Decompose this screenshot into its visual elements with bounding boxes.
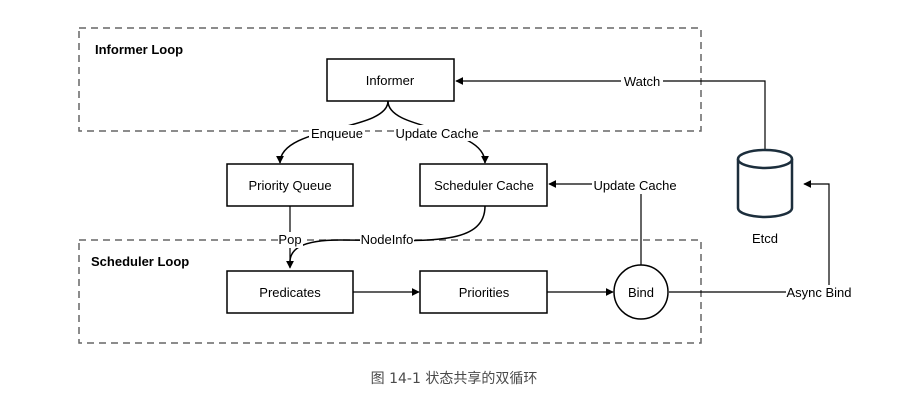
- edge-label-nodeinfo: NodeInfo: [361, 232, 414, 247]
- edge-label-update-cache-informer: Update Cache: [395, 126, 478, 141]
- edge-label-pop: Pop: [278, 232, 301, 247]
- edge-watch: [455, 77, 766, 150]
- node-etcd: [736, 148, 794, 219]
- edge-update-cache-bind: [548, 180, 642, 266]
- edge-label-update-cache-bind: Update Cache: [593, 178, 676, 193]
- node-etcd-label: Etcd: [752, 231, 778, 246]
- edge-label-watch: Watch: [624, 74, 660, 89]
- informer-loop-label: Informer Loop: [95, 42, 183, 57]
- node-bind-label: Bind: [628, 285, 654, 300]
- scheduler-loop-label: Scheduler Loop: [91, 254, 189, 269]
- node-bind: [613, 264, 669, 320]
- figure-caption: 图 14-1 状态共享的双循环: [370, 371, 538, 387]
- node-priority-queue-label: Priority Queue: [248, 178, 331, 193]
- node-informer: [326, 58, 455, 102]
- node-scheduler-cache: [419, 163, 548, 207]
- edge-label-async-bind: Async Bind: [786, 285, 851, 300]
- edge-label-enqueue: Enqueue: [311, 126, 363, 141]
- database-icon: [736, 159, 794, 219]
- edge-async-bind: [669, 180, 830, 293]
- node-priorities: [419, 270, 548, 314]
- node-priority-queue: [226, 163, 354, 207]
- node-scheduler-cache-label: Scheduler Cache: [434, 178, 534, 193]
- informer-loop-group: [78, 27, 702, 132]
- node-predicates: [226, 270, 354, 314]
- node-informer-label: Informer: [366, 73, 415, 88]
- node-predicates-label: Predicates: [259, 285, 321, 300]
- node-priorities-label: Priorities: [459, 285, 510, 300]
